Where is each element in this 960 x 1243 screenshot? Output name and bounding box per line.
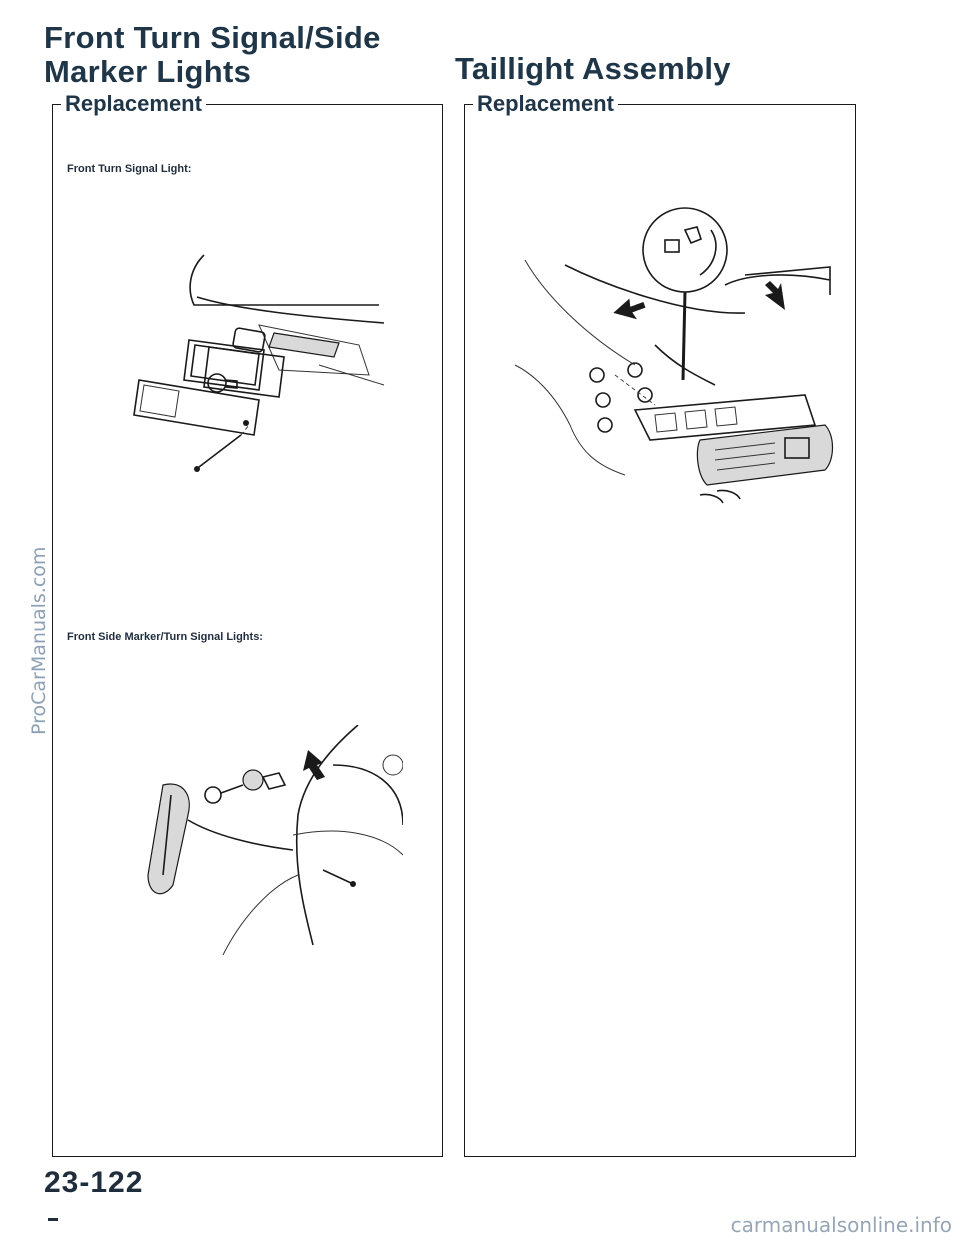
replacement-label: Replacement [61, 91, 206, 117]
section-title-line-2: Marker Lights [44, 54, 252, 89]
front-turn-signal-caption: Front Turn Signal Light: [67, 163, 192, 175]
section-title-line-1: Front Turn Signal/Side [44, 20, 381, 55]
corner-mark [48, 1218, 58, 1221]
side-marker-illustration [147, 725, 403, 955]
taillight-section-title: Taillight Assembly [455, 51, 731, 86]
front-side-marker-caption: Front Side Marker/Turn Signal Lights: [67, 631, 263, 643]
taillight-assembly-illustration [514, 207, 834, 504]
replacement-label: Replacement [473, 91, 618, 117]
front-lights-replacement-panel: Replacement Front Turn Signal Light: Fro… [52, 91, 443, 1157]
bottom-watermark: carmanualsonline.info [730, 1213, 952, 1237]
side-watermark: ProCarManuals.com [28, 546, 50, 735]
page-number: 23-122 [44, 1166, 144, 1199]
front-turn-signal-illustration [133, 254, 385, 472]
taillight-replacement-panel: Replacement [464, 91, 856, 1157]
